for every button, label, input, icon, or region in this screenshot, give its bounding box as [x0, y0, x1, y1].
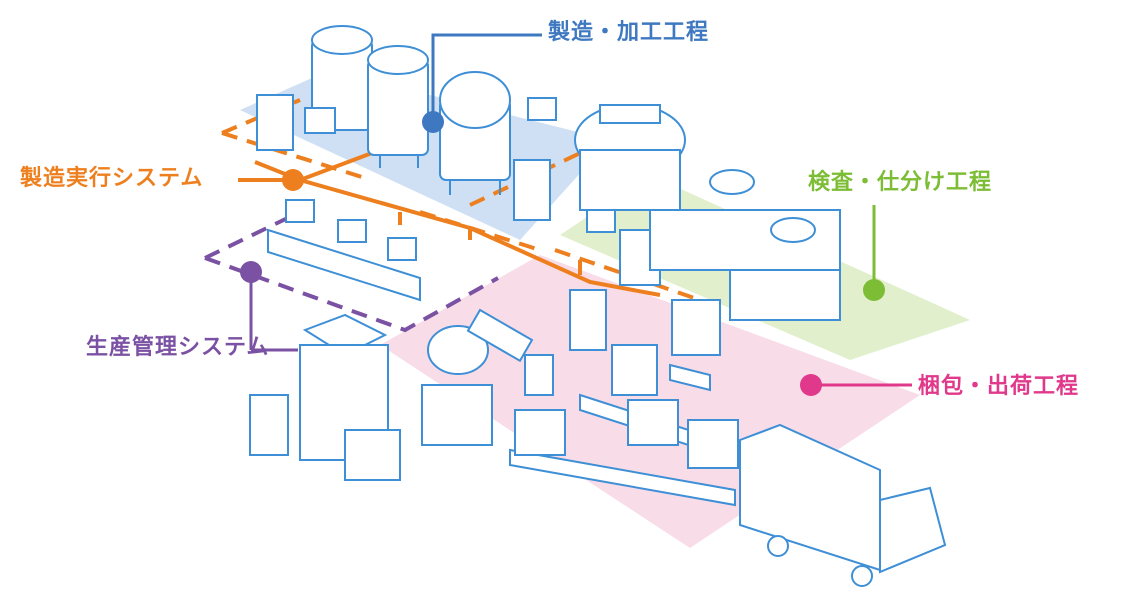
control-cabinets [249, 94, 661, 456]
mes-callout [282, 169, 304, 191]
packing-conveyor [509, 299, 739, 507]
mes-label: 製造実行システム [20, 166, 204, 191]
robot-arm [421, 308, 554, 446]
computer-desks [267, 199, 421, 302]
delivery-truck [739, 423, 947, 587]
manufacturing-label: 製造・加工工程 [548, 20, 710, 45]
production-mgmt-callout [240, 261, 298, 352]
manufacturing-callout [422, 33, 542, 133]
production-mgmt-boundary [204, 210, 499, 333]
inspection-label: 検査・仕分け工程 [808, 170, 993, 195]
packing-label: 梱包・出荷工程 [918, 374, 1080, 399]
inspection-callout [863, 205, 885, 301]
production-mgmt-label: 生産管理システム [86, 335, 270, 360]
production-building [299, 313, 401, 481]
packing-callout [800, 374, 912, 396]
storage-tanks [311, 25, 511, 195]
filling-machine [574, 104, 841, 321]
